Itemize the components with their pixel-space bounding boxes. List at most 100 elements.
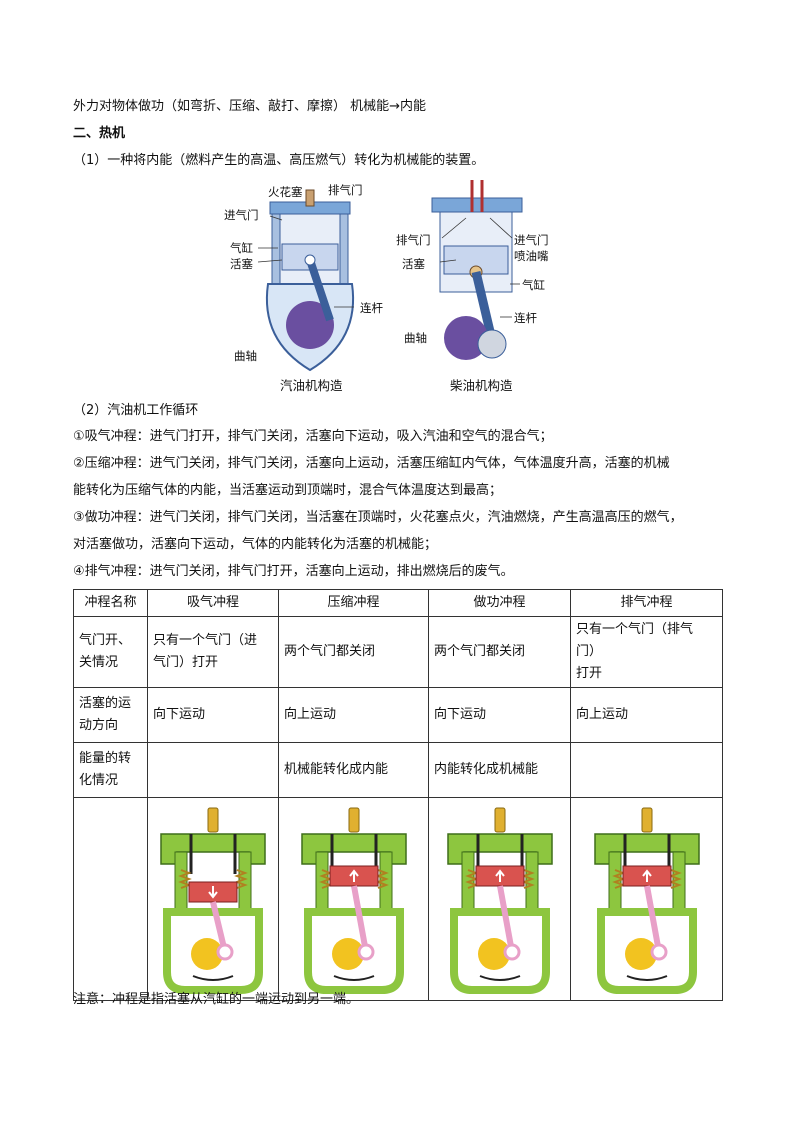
spring-right bbox=[520, 869, 535, 889]
table-cell: 只有一个气门（进气门）打开 bbox=[147, 616, 279, 688]
gasoline-engine-drawing bbox=[266, 189, 354, 372]
crankcase bbox=[303, 908, 404, 994]
rotation-arrow-icon bbox=[333, 975, 374, 981]
crank-disc bbox=[191, 938, 223, 970]
connecting-rod bbox=[210, 901, 228, 953]
label-connecting-rod-diesel: 连杆 bbox=[514, 311, 537, 325]
arrow-up-icon bbox=[641, 869, 652, 882]
section-title: 二、热机 bbox=[73, 126, 126, 141]
table-row: 气门开、关情况 只有一个气门（进气门）打开 两个气门都关闭 两个气门都关闭 只有… bbox=[73, 616, 723, 688]
label-exhaust-valve-gas: 排气门 bbox=[328, 183, 363, 197]
spring-right bbox=[234, 869, 248, 889]
rotation-arrow-icon bbox=[479, 975, 520, 981]
engine-structure-drawing bbox=[257, 180, 523, 372]
spark-plug-icon bbox=[641, 807, 652, 833]
table-cell: 两个气门都关闭 bbox=[428, 616, 571, 688]
header-cell: 排气冲程 bbox=[570, 589, 723, 617]
cylinder-wall-right bbox=[672, 851, 685, 913]
cylinder-wall-right bbox=[238, 851, 252, 913]
table-cell: 只有一个气门（排气门）打开 bbox=[570, 616, 723, 688]
cylinder-wall-right bbox=[379, 851, 392, 913]
label-crankshaft-gas: 曲轴 bbox=[234, 349, 257, 363]
arrow-up-icon bbox=[348, 869, 359, 882]
table-row: 能量的转化情况 机械能转化成内能 内能转化成机械能 bbox=[73, 742, 723, 798]
stroke-3-text-b: 对活塞做功，活塞向下运动，气体的内能转化为活塞的机械能； bbox=[73, 537, 438, 552]
label-intake-valve-diesel: 进气门 bbox=[514, 233, 549, 247]
table-cell: 两个气门都关闭 bbox=[278, 616, 429, 688]
arrow-down-icon bbox=[208, 886, 218, 899]
label-crankshaft-diesel: 曲轴 bbox=[404, 331, 427, 345]
connecting-rod bbox=[643, 885, 662, 953]
label-spark-plug: 火花塞 bbox=[268, 185, 303, 199]
header-cell: 压缩冲程 bbox=[278, 589, 429, 617]
crank-pin bbox=[357, 943, 374, 961]
label-injector: 喷油嘴 bbox=[514, 249, 549, 263]
table-header-row: 冲程名称 吸气冲程 压缩冲程 做功冲程 排气冲程 bbox=[73, 589, 723, 617]
note-text: 注意：冲程是指活塞从汽缸的一端运动到另一端。 bbox=[73, 992, 360, 1007]
intro-line: 外力对物体做功（如弯折、压缩、敲打、摩擦） 机械能→内能 bbox=[73, 99, 427, 114]
crankcase bbox=[163, 908, 263, 994]
intake-stroke-diagram bbox=[160, 807, 266, 994]
crankcase bbox=[449, 908, 550, 994]
leader-lines bbox=[257, 215, 520, 318]
header-cell: 冲程名称 bbox=[73, 589, 148, 617]
spark-plug-icon bbox=[494, 807, 505, 833]
label-cylinder-gas: 气缸 bbox=[230, 241, 253, 255]
rotation-arrow-icon bbox=[626, 975, 667, 981]
stroke-comparison-table: 冲程名称 吸气冲程 压缩冲程 做功冲程 排气冲程 气门开、关情况 只有一个气门（… bbox=[73, 589, 723, 1001]
table-cell: 向下运动 bbox=[428, 687, 571, 743]
table-cell: 向下运动 bbox=[147, 687, 279, 743]
stroke-diagram-cell bbox=[278, 797, 429, 1001]
spring-right bbox=[667, 869, 682, 889]
cylinder-wall-right bbox=[525, 851, 538, 913]
crank-disc bbox=[624, 938, 657, 970]
table-cell: 向上运动 bbox=[278, 687, 429, 743]
label-piston-diesel: 活塞 bbox=[402, 257, 425, 271]
table-cell bbox=[147, 742, 279, 798]
label-piston-gas: 活塞 bbox=[230, 257, 253, 271]
point-2: （2）汽油机工作循环 bbox=[73, 403, 199, 418]
crank-disc bbox=[477, 938, 510, 970]
caption-diesel: 柴油机构造 bbox=[450, 378, 513, 393]
row-label: 气门开、关情况 bbox=[73, 616, 148, 688]
crank-disc bbox=[331, 938, 364, 970]
engine-structure-figures: 火花塞 排气门 进气门 气缸 活塞 连杆 曲轴 汽油机构造 排气门 进气门 喷油… bbox=[220, 180, 549, 395]
header-cell: 吸气冲程 bbox=[147, 589, 279, 617]
spark-plug-icon bbox=[207, 807, 219, 833]
spark-plug-icon bbox=[348, 807, 359, 833]
crank-pin bbox=[503, 943, 520, 961]
connecting-rod bbox=[350, 885, 369, 953]
row-label: 活塞的运动方向 bbox=[73, 687, 148, 743]
stroke-diagram-cell bbox=[147, 797, 279, 1001]
connecting-rod bbox=[496, 885, 515, 953]
table-cell: 内能转化成机械能 bbox=[428, 742, 571, 798]
point-1: （1）一种将内能（燃料产生的高温、高压燃气）转化为机械能的装置。 bbox=[73, 153, 485, 168]
table-cell bbox=[570, 742, 723, 798]
crank-pin bbox=[650, 943, 667, 961]
table-cell: 向上运动 bbox=[570, 687, 723, 743]
stroke-1-text: ①吸气冲程：进气门打开，排气门关闭，活塞向下运动，吸入汽油和空气的混合气； bbox=[73, 429, 553, 444]
crank-pin bbox=[216, 943, 234, 961]
power-stroke-diagram bbox=[446, 807, 553, 994]
label-intake-valve-gas: 进气门 bbox=[224, 208, 259, 222]
caption-gasoline: 汽油机构造 bbox=[280, 378, 343, 393]
stroke-diagram-cell bbox=[570, 797, 723, 1001]
spring-right bbox=[374, 869, 389, 889]
stroke-3-text-a: ③做功冲程：进气门关闭，排气门关闭，当活塞在顶端时，火花塞点火，汽油燃烧，产生高… bbox=[73, 510, 683, 525]
arrow-up-icon bbox=[494, 869, 505, 882]
table-row-diagrams bbox=[73, 797, 723, 1001]
header-cell: 做功冲程 bbox=[428, 589, 571, 617]
diesel-engine-drawing bbox=[431, 180, 523, 360]
table-row: 活塞的运动方向 向下运动 向上运动 向下运动 向上运动 bbox=[73, 687, 723, 743]
crankcase bbox=[596, 908, 697, 994]
row-label: 能量的转化情况 bbox=[73, 742, 148, 798]
label-cylinder-diesel: 气缸 bbox=[522, 278, 545, 292]
stroke-diagram-cell bbox=[428, 797, 571, 1001]
table-cell: 机械能转化成内能 bbox=[278, 742, 429, 798]
label-exhaust-valve-diesel: 排气门 bbox=[396, 233, 431, 247]
compression-stroke-diagram bbox=[300, 807, 407, 994]
table-cell-empty bbox=[73, 797, 148, 1001]
stroke-4-text: ④排气冲程：进气门关闭，排气门打开，活塞向上运动，排出燃烧后的废气。 bbox=[73, 564, 514, 579]
stroke-2-text-a: ②压缩冲程：进气门关闭，排气门关闭，活塞向上运动，活塞压缩缸内气体，气体温度升高… bbox=[73, 456, 670, 471]
